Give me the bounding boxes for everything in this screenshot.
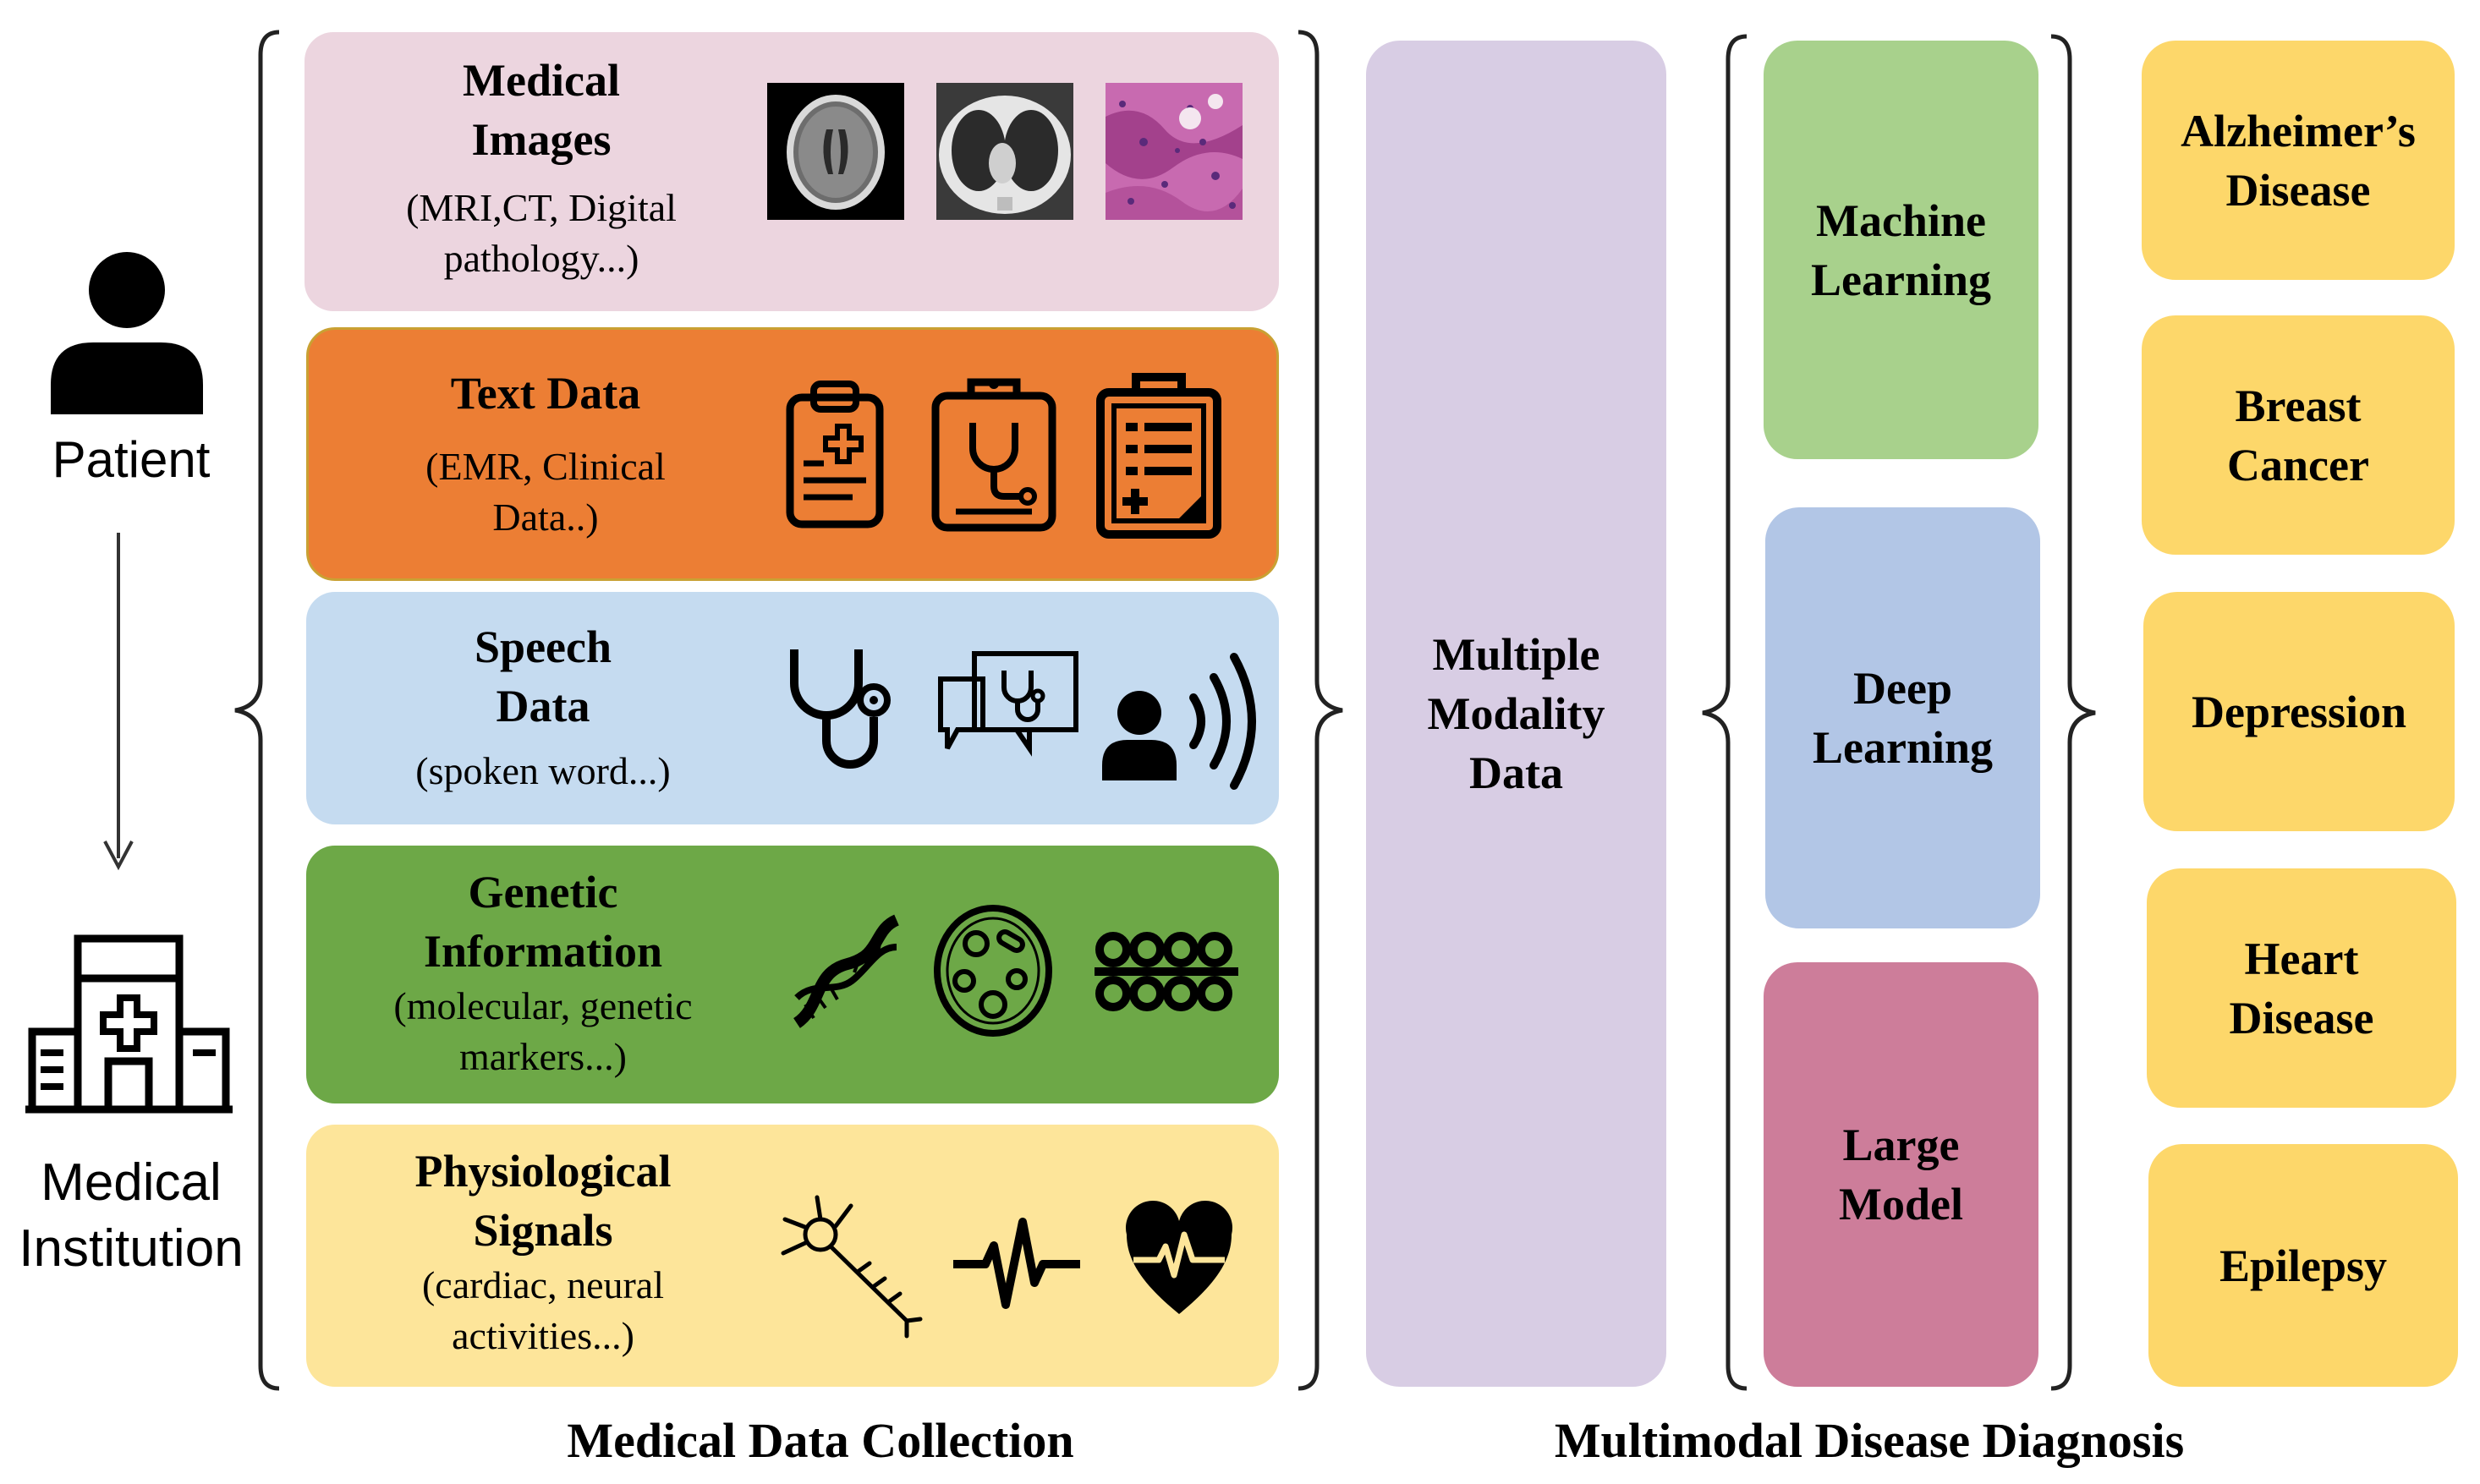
institution-label-line2: Institution — [19, 1219, 244, 1278]
cell-culture-icon — [934, 905, 1052, 1037]
multiple-modality-data-box: Multiple Modality Data — [1366, 41, 1666, 1387]
patient-label: Patient — [52, 431, 211, 488]
panel-physiological-signals: Physiological Signals (cardiac, neural a… — [306, 1125, 1279, 1387]
method-line: Learning — [1812, 722, 1994, 773]
panel-subtitle: markers...) — [459, 1035, 627, 1078]
mri-brain-image — [767, 83, 904, 220]
panel-speech-data: Speech Data (spoken word...) — [306, 592, 1279, 824]
disease-alzheimers: Alzheimer’s Disease — [2142, 41, 2455, 280]
person-icon — [51, 252, 203, 414]
clipboard-checklist-icon — [1096, 373, 1221, 539]
clipboard-stethoscope-icon — [931, 378, 1056, 532]
disease-breast-cancer: Breast Cancer — [2142, 315, 2455, 555]
pulse-wave-icon — [953, 1218, 1080, 1309]
disease-heart: Heart Disease — [2147, 868, 2456, 1108]
modality-line: Data — [1469, 747, 1563, 798]
heart-rate-icon — [1125, 1200, 1233, 1314]
disease-line: Breast — [2235, 380, 2362, 431]
ct-chest-image — [936, 83, 1073, 220]
multimodal-disease-diagnosis-caption: Multimodal Disease Diagnosis — [1554, 1413, 2185, 1468]
right-brace-methods — [2050, 34, 2096, 1391]
speaking-person-icon — [1102, 653, 1256, 790]
machine-learning-box: Machine Learning — [1764, 41, 2038, 459]
disease-line: Depression — [2191, 686, 2407, 737]
panel-subtitle: (MRI,CT, Digital — [406, 186, 677, 229]
disease-depression: Depression — [2143, 592, 2455, 831]
panel-title: Genetic — [468, 867, 618, 917]
panel-subtitle: (EMR, Clinical — [425, 445, 666, 488]
disease-line: Disease — [2225, 164, 2371, 216]
panel-title: Data — [496, 681, 590, 731]
panel-subtitle: (cardiac, neural — [421, 1263, 665, 1306]
neuron-icon — [781, 1195, 923, 1339]
telehealth-chat-icon — [938, 651, 1078, 757]
modality-line: Modality — [1427, 688, 1605, 739]
down-arrow — [103, 533, 134, 871]
panel-subtitle: (molecular, genetic — [393, 984, 693, 1027]
panel-title: Images — [471, 114, 612, 165]
panel-title: Medical — [463, 55, 620, 106]
large-model-box: Large Model — [1764, 962, 2038, 1387]
left-brace-methods — [1702, 34, 1748, 1391]
panel-title: Text Data — [450, 368, 641, 419]
method-line: Model — [1839, 1179, 1963, 1229]
panel-genetic-information: Genetic Information (molecular, genetic … — [306, 846, 1279, 1103]
disease-epilepsy: Epilepsy — [2148, 1144, 2458, 1387]
deep-learning-box: Deep Learning — [1765, 507, 2040, 928]
stethoscope-icon — [790, 649, 891, 769]
disease-line: Alzheimer’s — [2181, 105, 2416, 156]
panel-subtitle: (spoken word...) — [415, 749, 671, 792]
panel-title: Information — [424, 926, 662, 977]
panel-title: Signals — [473, 1205, 613, 1256]
disease-line: Heart — [2244, 933, 2359, 984]
panel-subtitle: activities...) — [452, 1314, 634, 1357]
method-line: Learning — [1810, 254, 1992, 305]
panel-title: Physiological — [414, 1146, 672, 1197]
right-brace-collection — [1298, 30, 1343, 1391]
medical-data-collection-caption: Medical Data Collection — [567, 1413, 1074, 1468]
pathology-slide-image — [1106, 83, 1243, 220]
panel-subtitle: Data..) — [492, 496, 599, 539]
hospital-icon — [25, 934, 233, 1114]
panel-title: Speech — [475, 622, 612, 672]
disease-line: Cancer — [2227, 439, 2369, 490]
panel-subtitle: pathology...) — [443, 237, 639, 280]
panel-text-data: Text Data (EMR, Clinical Data..) — [306, 327, 1279, 581]
disease-line: Disease — [2229, 992, 2374, 1043]
dna-icon — [793, 914, 900, 1028]
method-line: Deep — [1853, 663, 1952, 714]
left-brace-collection — [234, 30, 280, 1391]
method-line: Large — [1842, 1120, 1960, 1170]
molecular-lattice-icon — [1095, 932, 1238, 1011]
clipboard-plus-icon — [786, 381, 884, 528]
method-line: Machine — [1816, 194, 1986, 246]
institution-label-line1: Medical — [41, 1153, 222, 1212]
panel-medical-images: Medical Images (MRI,CT, Digital patholog… — [305, 32, 1279, 311]
institution-label: Medical Institution — [0, 1150, 262, 1282]
modality-line: Multiple — [1432, 629, 1600, 680]
disease-line: Epilepsy — [2219, 1240, 2388, 1291]
